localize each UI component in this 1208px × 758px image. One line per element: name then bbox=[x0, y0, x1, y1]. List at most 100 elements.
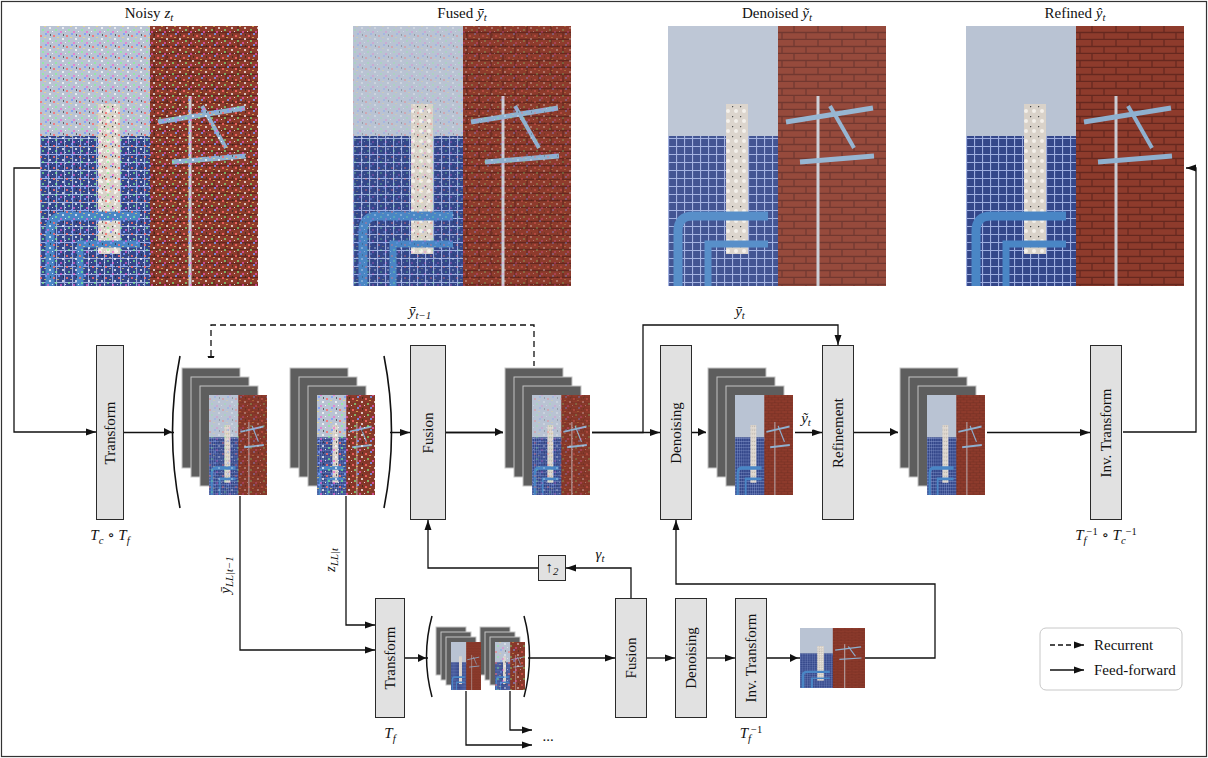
process-box: Fusion bbox=[615, 598, 647, 718]
transform-symbol: Tc ∘ Tf bbox=[90, 526, 129, 547]
process-box: Denoising bbox=[675, 598, 707, 718]
box-label: Inv. Transform bbox=[1097, 388, 1115, 477]
box-label: Refinement bbox=[829, 398, 847, 468]
math-part: t−1 bbox=[415, 309, 431, 321]
math-part: T bbox=[384, 725, 392, 741]
math-part: c bbox=[99, 534, 104, 546]
math-part: ȳ bbox=[217, 587, 233, 594]
math-part: f bbox=[1084, 534, 1087, 546]
denoised-image bbox=[668, 26, 886, 286]
math-part: −1 bbox=[751, 724, 762, 735]
legend-text: Recurrent bbox=[1094, 636, 1153, 654]
math-part: z bbox=[322, 566, 338, 572]
math-part: LL|t bbox=[328, 548, 340, 566]
coarse-image bbox=[800, 628, 865, 688]
math-part: LL|t−1 bbox=[223, 556, 235, 587]
edge-label: γt bbox=[594, 545, 607, 566]
top-stacks bbox=[164, 356, 987, 508]
process-box: Inv. TransformTf−1 bbox=[735, 598, 767, 718]
math-part: c bbox=[1121, 534, 1126, 546]
math-part: t bbox=[601, 552, 604, 564]
math-part: T bbox=[1075, 527, 1083, 543]
process-box: TransformTf bbox=[375, 598, 405, 718]
math-part: 2 bbox=[553, 565, 558, 577]
math-part: f bbox=[748, 732, 751, 744]
input-wire bbox=[14, 168, 96, 432]
legend-text: Feed-forward bbox=[1094, 661, 1176, 679]
process-box: Inv. TransformTf−1 ∘ Tc−1 bbox=[1090, 345, 1122, 520]
connector bbox=[428, 520, 538, 568]
bracket bbox=[173, 356, 181, 508]
edge-label: ȳt bbox=[733, 302, 747, 323]
math-part: T bbox=[118, 527, 126, 543]
math-part: t bbox=[170, 11, 173, 23]
math-part: f bbox=[393, 732, 396, 744]
feature-map bbox=[451, 642, 481, 690]
bracket-ground bbox=[174, 358, 390, 507]
math-part: γ bbox=[596, 546, 602, 562]
box-label: Denoising bbox=[667, 402, 685, 464]
feature-map bbox=[317, 395, 375, 495]
math-part: f bbox=[127, 534, 130, 546]
image-caption: Denoised ỹt bbox=[742, 4, 812, 25]
math-part: t bbox=[1102, 11, 1105, 23]
connector bbox=[707, 657, 735, 658]
box-label: Transform bbox=[101, 401, 119, 464]
transform-symbol: Tf−1 bbox=[740, 724, 763, 745]
signal-name: ȳLL|t−1 bbox=[216, 556, 237, 593]
legend-box bbox=[1040, 628, 1182, 690]
operator-box: ↑2 bbox=[538, 555, 566, 581]
box-label: Fusion bbox=[419, 412, 437, 453]
process-box: TransformTc ∘ Tf bbox=[96, 345, 124, 520]
math-part: ŷ bbox=[1096, 5, 1103, 21]
noisy-image bbox=[40, 26, 258, 286]
math-part: t bbox=[809, 11, 812, 23]
box-label: Denoising bbox=[682, 627, 700, 689]
math-part: T bbox=[1113, 527, 1121, 543]
transform-symbol: Tf−1 ∘ Tc−1 bbox=[1075, 526, 1137, 547]
math-part: t bbox=[808, 416, 811, 428]
math-part: ȳ bbox=[477, 5, 484, 21]
bracket bbox=[384, 356, 392, 508]
box-label: ↑2 bbox=[546, 558, 559, 579]
legend-sample bbox=[1050, 669, 1084, 670]
math-part: t bbox=[742, 309, 745, 321]
subband-wires bbox=[240, 496, 375, 650]
transform-symbol: Tf bbox=[384, 724, 395, 745]
math-part: T bbox=[740, 725, 748, 741]
process-box: Refinement bbox=[822, 345, 854, 520]
box-label: Fusion bbox=[622, 638, 640, 679]
math-part: ȳ bbox=[735, 303, 742, 319]
math-part: ȳ bbox=[409, 303, 416, 319]
feature-map bbox=[735, 395, 793, 495]
math-part: −1 bbox=[1126, 526, 1137, 537]
box-label: Inv. Transform bbox=[742, 613, 760, 702]
math-part: t bbox=[484, 11, 487, 23]
feature-map bbox=[495, 642, 525, 690]
refined-image bbox=[966, 26, 1184, 286]
math-part: ỹ bbox=[801, 410, 808, 426]
feature-map bbox=[927, 395, 985, 495]
math-part: T bbox=[90, 527, 98, 543]
process-box: Fusion bbox=[410, 345, 446, 520]
image-caption: Fused ȳt bbox=[437, 4, 486, 25]
signal-name: zLL|t bbox=[321, 548, 342, 572]
process-box: Denoising bbox=[660, 345, 692, 520]
math-part: ỹ bbox=[802, 5, 809, 21]
feature-map bbox=[209, 395, 267, 495]
legend-frame bbox=[1040, 628, 1182, 690]
noise-overlay bbox=[353, 26, 571, 286]
signal-name: ȳt−1 bbox=[409, 302, 431, 323]
edge-label: ỹt bbox=[799, 409, 813, 430]
fused-image bbox=[353, 26, 571, 286]
continuation-mark: ... bbox=[542, 727, 553, 745]
feature-map bbox=[532, 395, 590, 495]
image-caption: Noisy zt bbox=[125, 4, 173, 25]
legend-sample bbox=[1050, 644, 1084, 645]
connector bbox=[566, 568, 631, 598]
math-part: z bbox=[164, 5, 170, 21]
arrowheads bbox=[164, 428, 898, 436]
soft-overlay bbox=[668, 26, 886, 286]
result-images bbox=[40, 26, 1184, 286]
